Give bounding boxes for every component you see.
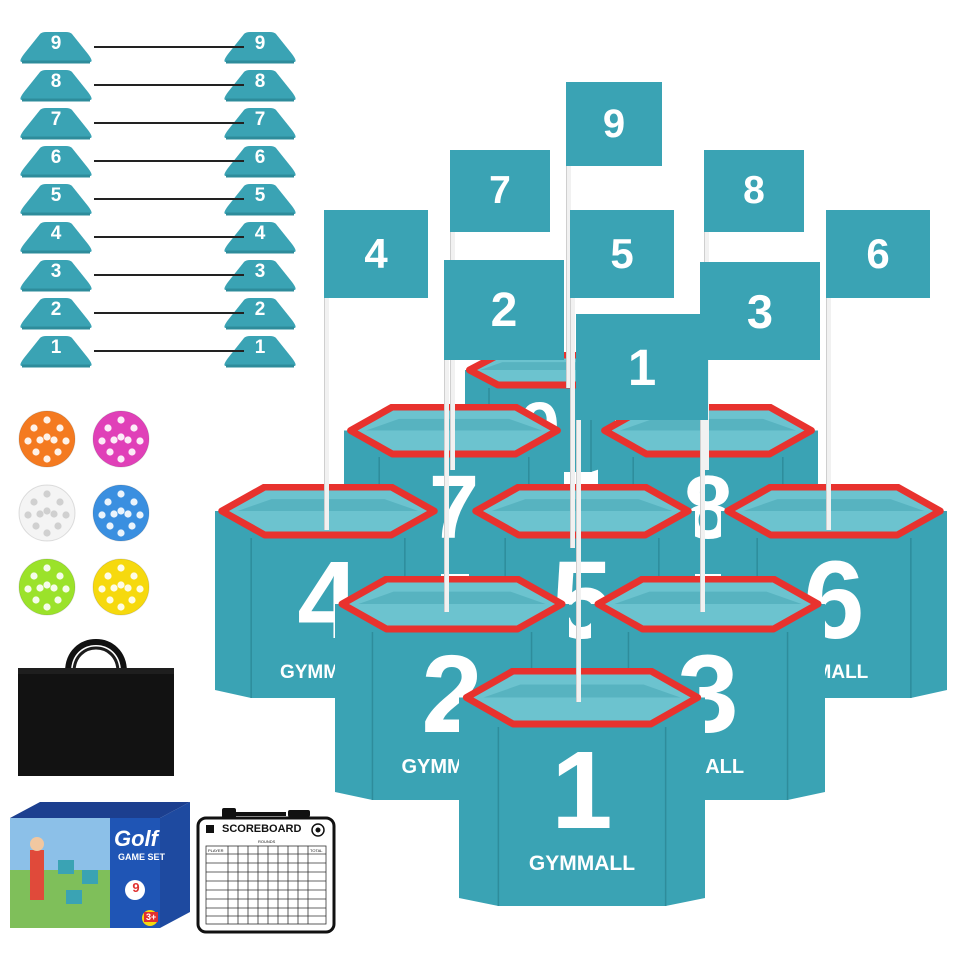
cone-8-left: 8 [18, 68, 94, 102]
flag-pole [570, 210, 575, 548]
cone-number: 5 [254, 185, 266, 206]
cone-rope [94, 122, 244, 124]
flag-pole [700, 262, 705, 612]
box-subtitle: GAME SET [118, 852, 166, 862]
flag-cloth: 5 [570, 210, 674, 298]
blue-ball [92, 484, 150, 542]
cone-number: 6 [50, 147, 62, 168]
flag-pole [576, 314, 581, 702]
cone-number: 1 [254, 337, 266, 358]
cone-number: 7 [254, 109, 266, 130]
orange-ball [18, 410, 76, 468]
cone-6-right: 6 [222, 144, 298, 178]
cone-number: 5 [50, 185, 62, 206]
scoreboard-rounds: ROUNDS [258, 839, 276, 844]
flag-pole [444, 260, 449, 612]
white-ball [18, 484, 76, 542]
cone-number: 9 [254, 33, 266, 54]
bin-brand: GYMMALL [528, 851, 636, 875]
cone-number: 3 [254, 261, 266, 282]
cone-1-right: 1 [222, 334, 298, 368]
flag-cloth: 4 [324, 210, 428, 298]
scoreboard: SCOREBOARD ROUNDS PLAYER TOTAL [196, 808, 336, 934]
cone-rope [94, 236, 244, 238]
tote-bag [16, 628, 176, 778]
flag-cloth: 8 [704, 150, 804, 232]
cone-3-left: 3 [18, 258, 94, 292]
flag-pole [826, 210, 831, 530]
flag-cloth: 2 [444, 260, 564, 360]
cone-2-left: 2 [18, 296, 94, 330]
green-ball [18, 558, 76, 616]
flag-pole [324, 210, 329, 530]
cone-number: 3 [50, 261, 62, 282]
cone-5-right: 5 [222, 182, 298, 216]
cone-1-left: 1 [18, 334, 94, 368]
cone-rope [94, 312, 244, 314]
cone-number: 9 [50, 33, 62, 54]
scoreboard-total: TOTAL [310, 848, 323, 853]
cone-9-left: 9 [18, 30, 94, 64]
box-age: 3+ [144, 912, 159, 922]
cone-6-left: 6 [18, 144, 94, 178]
cone-number: 7 [50, 109, 62, 130]
cone-7-left: 7 [18, 106, 94, 140]
cone-rope [94, 46, 244, 48]
cone-number: 2 [254, 299, 266, 320]
cone-number: 1 [50, 337, 62, 358]
cone-4-left: 4 [18, 220, 94, 254]
cone-number: 8 [50, 71, 62, 92]
pink-ball [92, 410, 150, 468]
bin-number: 1 [551, 728, 613, 852]
cone-8-right: 8 [222, 68, 298, 102]
cone-rope [94, 160, 244, 162]
cone-5-left: 5 [18, 182, 94, 216]
flag-cloth: 1 [576, 314, 708, 420]
box-badge: 9 [132, 880, 140, 895]
yellow-ball [92, 558, 150, 616]
cone-rope [94, 84, 244, 86]
cone-number: 6 [254, 147, 266, 168]
cone-rope [94, 350, 244, 352]
cone-2-right: 2 [222, 296, 298, 330]
cone-rope [94, 198, 244, 200]
cone-number: 8 [254, 71, 266, 92]
cone-number: 2 [50, 299, 62, 320]
flag-pole [566, 82, 571, 388]
cone-9-right: 9 [222, 30, 298, 64]
cone-3-right: 3 [222, 258, 298, 292]
flag-cloth: 7 [450, 150, 550, 232]
cone-4-right: 4 [222, 220, 298, 254]
box-title: Golf [114, 826, 158, 851]
cone-number: 4 [50, 223, 62, 244]
product-box: Golf GAME SET 9 3+ [10, 800, 190, 930]
cone-number: 4 [254, 223, 266, 244]
cone-7-right: 7 [222, 106, 298, 140]
flag-cloth: 6 [826, 210, 930, 298]
scoreboard-title: SCOREBOARD [222, 823, 302, 835]
cone-rope [94, 274, 244, 276]
flag-cloth: 3 [700, 262, 820, 360]
flag-cloth: 9 [566, 82, 662, 166]
scoreboard-player: PLAYER [208, 848, 224, 853]
